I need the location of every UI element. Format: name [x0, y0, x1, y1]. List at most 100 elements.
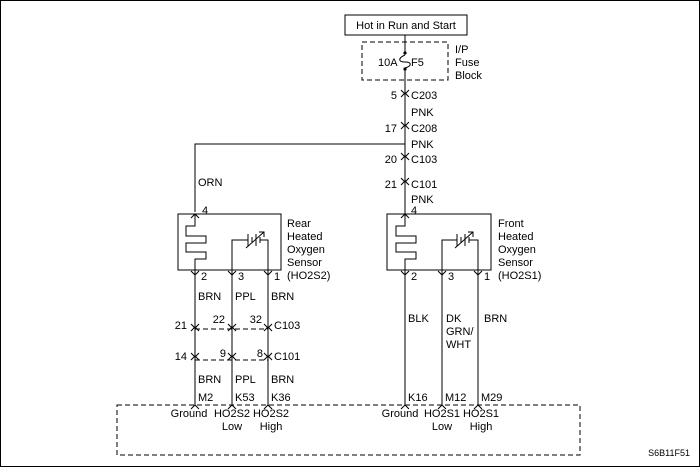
rear-c101-pin-2: 9	[220, 348, 226, 360]
rear-c101-b-upper	[227, 352, 237, 358]
rear-c103-a-lower	[190, 326, 200, 332]
rear-c101-label: C101	[274, 351, 300, 363]
front-wire-2a: DK	[446, 313, 462, 325]
ecm-pin-m2: M2	[198, 392, 213, 404]
rear-sense-wire-low	[231, 239, 248, 270]
fuse-rating: 10A	[378, 57, 398, 69]
front-wire-1: BLK	[408, 313, 429, 325]
c208-connector-upper	[400, 121, 410, 127]
rear-sensor-label-1: Rear	[287, 218, 311, 230]
ecm-rear-low-label-2: Low	[222, 421, 242, 433]
rear-sense-wire-high	[260, 239, 269, 270]
rear-c103-c-upper	[263, 323, 273, 329]
rear-c103-pin-1: 21	[175, 320, 187, 332]
c203-label: C203	[411, 90, 437, 102]
rear-wire-bottom-2: PPL	[235, 374, 256, 386]
ecm-pin-m29: M29	[481, 392, 502, 404]
rear-c101-c-upper	[263, 352, 273, 358]
c103-trunk-pin: 20	[385, 154, 397, 166]
front-sense-wire-high	[469, 239, 479, 270]
rear-sensor-pin-2: 2	[201, 271, 207, 283]
wire-orn-rear-branch	[194, 143, 405, 212]
rear-c101-c-lower	[263, 355, 273, 361]
ecm-front-low-label-1: HO2S1	[424, 408, 460, 420]
c208-label: C208	[411, 123, 437, 135]
power-source-box	[344, 14, 468, 36]
front-wire-3: BRN	[484, 313, 507, 325]
c103-trunk-connector-lower	[400, 155, 410, 161]
rear-sensor-label-2: Heated	[287, 231, 322, 243]
c203-connector-upper	[400, 89, 410, 95]
front-sensor-pin-4: 4	[411, 205, 417, 217]
fuse-block-label-3: Block	[455, 70, 482, 82]
fuse-symbol	[399, 54, 411, 69]
rear-sensor-box	[177, 213, 282, 271]
ecm-pin-k16: K16	[408, 392, 428, 404]
front-variable-arrowhead	[468, 231, 474, 237]
ecm-rear-high-label-1: HO2S2	[253, 408, 289, 420]
fuse-block-label-1: I/P	[455, 44, 468, 56]
rear-c101-a-lower	[190, 355, 200, 361]
rear-wire-top-2: PPL	[235, 291, 256, 303]
rear-c103-pin-3: 32	[250, 314, 262, 326]
wire-pnk-2: PNK	[411, 139, 434, 151]
fuse-terminal-top	[403, 51, 407, 55]
ecm-pin-k36: K36	[271, 392, 291, 404]
ecm-outline	[116, 404, 581, 456]
front-sensor-box	[386, 213, 492, 271]
rear-wire-top-3: BRN	[271, 291, 294, 303]
rear-c103-a-upper	[190, 323, 200, 329]
rear-c101-pin-3: 8	[257, 348, 263, 360]
c101-trunk-connector-lower	[400, 180, 410, 186]
c103-trunk-connector-upper	[400, 152, 410, 158]
front-sensor-pin-2: 2	[411, 271, 417, 283]
wire-pnk-3: PNK	[411, 194, 434, 206]
ecm-front-high-label-2: High	[470, 421, 493, 433]
c203-pin: 5	[391, 90, 397, 102]
rear-c103-b-upper	[227, 323, 237, 329]
ecm-pin-m12: M12	[445, 392, 466, 404]
fuse-id: F5	[411, 57, 424, 69]
rear-c101-pin-1: 14	[175, 351, 187, 363]
c103-trunk-label: C103	[411, 154, 437, 166]
front-sensor-label-4: Sensor	[498, 257, 533, 269]
wire-orn-label: ORN	[198, 177, 223, 189]
c203-connector-lower	[400, 92, 410, 98]
front-sensor-pin-3: 3	[448, 271, 454, 283]
rear-c101-a-upper	[190, 352, 200, 358]
ecm-pin-k53: K53	[235, 392, 255, 404]
power-source-label: Hot in Run and Start	[356, 20, 456, 32]
ecm-k16-terminal	[400, 404, 410, 410]
rear-c101-b-lower	[227, 355, 237, 361]
rear-variable-arrow	[245, 231, 265, 249]
figure-id: S6B11F51	[648, 448, 690, 458]
c101-trunk-pin: 21	[385, 179, 397, 191]
front-sensor-pin-1: 1	[484, 271, 490, 283]
ecm-front-ground-label: Ground	[382, 408, 419, 420]
ecm-front-high-label-1: HO2S1	[463, 408, 499, 420]
front-sensor-label-2: Heated	[498, 231, 533, 243]
rear-wire-bottom-1: BRN	[198, 374, 221, 386]
ecm-m12-terminal	[437, 404, 447, 410]
rear-c103-pin-2: 22	[213, 314, 225, 326]
ecm-k53-terminal	[227, 404, 237, 410]
rear-c103-label: C103	[274, 320, 300, 332]
ecm-front-low-label-2: Low	[432, 421, 452, 433]
front-variable-arrow	[454, 231, 474, 249]
front-sensor-label-5: (HO2S1)	[498, 270, 541, 282]
c208-connector-lower	[400, 124, 410, 130]
wire-pnk-1: PNK	[411, 107, 434, 119]
rear-variable-arrowhead	[259, 231, 265, 237]
rear-sensor-pin-1: 1	[274, 271, 280, 283]
rear-sensor-label-5: (HO2S2)	[287, 270, 330, 282]
front-wire-2c: WHT	[446, 339, 471, 351]
c101-trunk-connector-upper	[400, 177, 410, 183]
rear-heater-element	[185, 214, 207, 270]
front-sense-wire-low	[441, 239, 457, 270]
ecm-m29-terminal	[473, 404, 483, 410]
rear-sensor-pin-4: 4	[202, 205, 208, 217]
front-sensor-label-1: Front	[498, 218, 524, 230]
